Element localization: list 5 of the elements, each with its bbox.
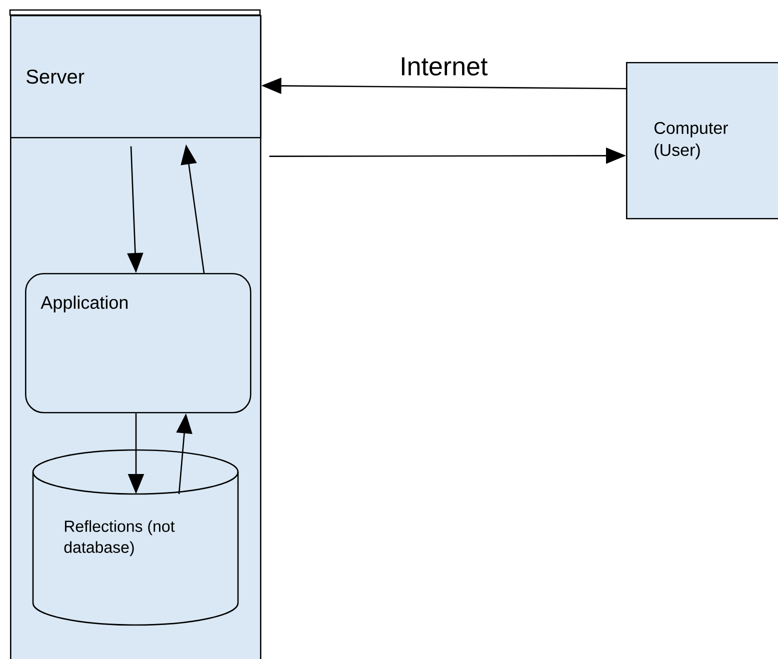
computer-box: Computer (User) [626, 62, 778, 220]
application-box: Application [25, 273, 252, 414]
server-header-box: Server [10, 15, 262, 138]
edge-label: Internet [398, 56, 489, 76]
storage-cylinder: Reflections (not database) [32, 449, 239, 626]
